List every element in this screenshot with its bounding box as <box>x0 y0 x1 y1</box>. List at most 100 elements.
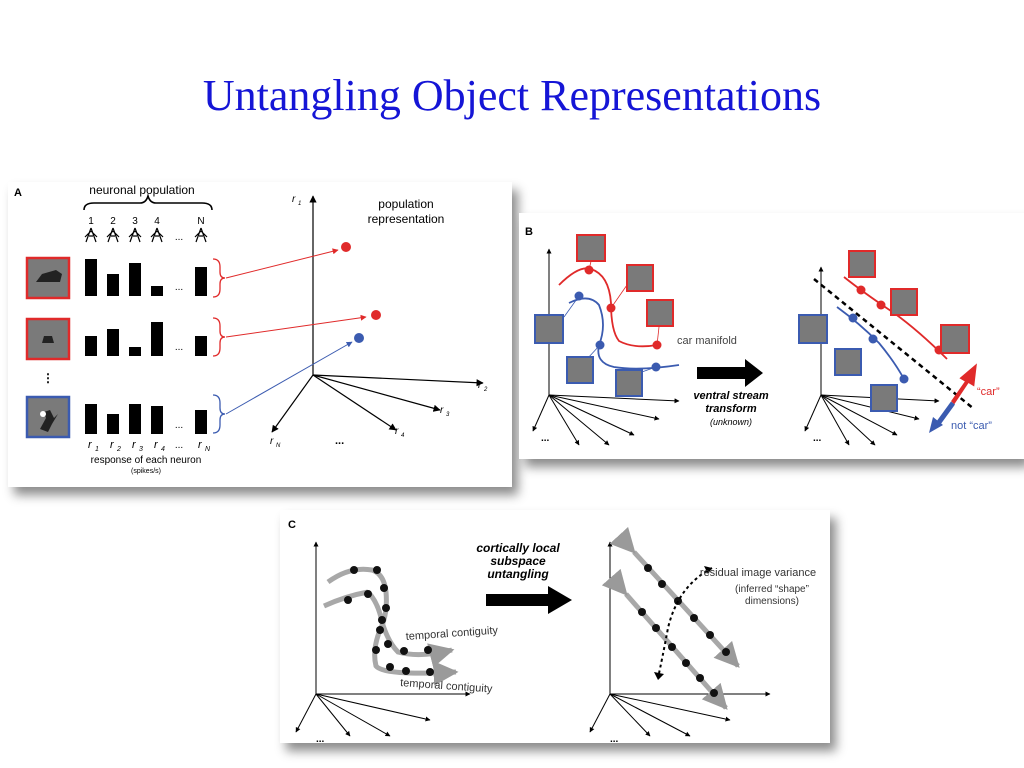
thumbnails-right <box>798 250 970 412</box>
left-axes <box>295 541 471 737</box>
car-silhouette <box>42 336 54 343</box>
untangling-label-line3: untangling <box>487 567 549 581</box>
mapping-arrow-not-car <box>225 341 353 415</box>
panel-c-letter: C <box>288 519 296 531</box>
svg-text:2: 2 <box>483 387 488 393</box>
svg-text:4: 4 <box>161 446 165 453</box>
svg-text:4: 4 <box>401 433 405 439</box>
svg-text:N: N <box>205 446 211 453</box>
svg-text:2: 2 <box>116 446 121 453</box>
transform-label-line1: ventral stream <box>693 390 768 402</box>
object-silhouette <box>40 410 58 432</box>
population-representation-line1: population <box>378 197 433 211</box>
slide-title: Untangling Object Representations <box>202 71 822 120</box>
response-label: response of each neuron <box>91 455 202 466</box>
panel-b-letter: B <box>525 226 533 238</box>
neuron-ellipsis: ... <box>175 232 183 243</box>
bars-ellipsis: ... <box>175 282 183 293</box>
bars-ellipsis: ... <box>175 342 183 353</box>
inferred-shape-line2: dimensions) <box>745 596 799 607</box>
population-representation-line2: representation <box>368 212 445 226</box>
response-bars-row-1 <box>85 259 207 296</box>
mapping-arrow-car-1 <box>225 248 339 279</box>
svg-text:r: r <box>395 426 399 437</box>
not-car-direction-arrow <box>934 401 956 427</box>
tangled-points <box>344 566 434 676</box>
car-manifold-label: car manifold <box>677 335 737 347</box>
panel-b-ventral-stream: B ... car manifold ventral stream transf… <box>519 213 1024 459</box>
left-axes-ellipsis: ... <box>541 433 550 444</box>
not-car-points-right <box>848 313 909 384</box>
untangling-arrow <box>486 586 572 614</box>
neuron-icon <box>150 227 164 243</box>
response-bars-row-2 <box>85 322 207 356</box>
svg-text:r: r <box>198 439 203 451</box>
axes-ellipsis: ... <box>335 435 344 447</box>
car-thumbnails-left <box>576 234 674 327</box>
right-axes-ellipsis: ... <box>610 734 619 743</box>
neuron-number: 4 <box>154 216 160 227</box>
panel-c-subspace-untangling: C ... temporal contiguity temporal conti… <box>280 510 830 743</box>
bars-ellipsis: ... <box>175 420 183 431</box>
neuronal-population-label: neuronal population <box>89 183 194 197</box>
transform-arrow <box>697 359 763 387</box>
car-point-2 <box>371 310 381 320</box>
right-axes-ellipsis: ... <box>813 433 822 444</box>
car-direction-arrow <box>951 363 977 405</box>
svg-text:r: r <box>132 439 137 451</box>
car-manifold-curve <box>558 267 658 348</box>
panel-a-population-representation: A neuronal population 1 2 3 4 N ... ⋮ ..… <box>8 182 512 487</box>
mapping-arrow-car-2 <box>225 314 367 338</box>
population-brace <box>83 193 213 211</box>
svg-text:r: r <box>440 405 444 416</box>
svg-text:3: 3 <box>139 446 143 453</box>
svg-text:r: r <box>270 436 274 447</box>
transform-label-line3: (unknown) <box>710 417 752 427</box>
temporal-contiguity-label-1: temporal contiguity <box>405 625 498 643</box>
car-image-1 <box>25 256 71 300</box>
untangling-label-line1: cortically local <box>476 541 560 555</box>
untangled-points <box>638 564 730 697</box>
neuron-icon <box>128 227 142 243</box>
residual-variance-arc <box>657 567 713 679</box>
svg-text:N: N <box>276 443 281 449</box>
not-car-thumbnails-left <box>534 314 643 397</box>
neuron-number: N <box>197 216 204 227</box>
car-point-1 <box>341 242 351 252</box>
response-bars-row-3 <box>85 404 207 434</box>
neuron-number: 1 <box>88 216 94 227</box>
not-car-point <box>354 333 364 343</box>
svg-text:r: r <box>154 439 159 451</box>
neuron-icon <box>106 227 120 243</box>
right-axes <box>804 266 940 446</box>
neuron-number: 3 <box>132 216 138 227</box>
car-silhouette <box>36 270 62 282</box>
car-class-label: “car” <box>977 386 1000 398</box>
not-car-class-label: not “car” <box>951 420 992 432</box>
car-image-2 <box>25 317 71 361</box>
svg-text:r: r <box>110 439 115 451</box>
decision-boundary <box>813 278 975 410</box>
untangling-label-line2: subspace <box>490 554 546 568</box>
neuron-icon <box>84 227 98 243</box>
svg-text:1: 1 <box>95 446 99 453</box>
response-unit: (spikes/s) <box>131 468 161 475</box>
svg-text:1: 1 <box>298 201 301 207</box>
left-axes <box>532 248 680 446</box>
tangled-manifold-1 <box>326 566 459 686</box>
panel-c-figure: C ... temporal contiguity temporal conti… <box>288 519 816 743</box>
residual-variance-label: residual image variance <box>700 567 816 579</box>
neuron-number: 2 <box>110 216 116 227</box>
row-braces <box>212 258 226 434</box>
panel-a-letter: A <box>14 187 22 199</box>
panel-a-figure: A neuronal population 1 2 3 4 N ... ⋮ ..… <box>14 183 488 475</box>
svg-text:r: r <box>292 194 296 205</box>
left-axes-ellipsis: ... <box>316 734 325 743</box>
temporal-contiguity-label-2: temporal contiguity <box>400 677 493 695</box>
labels-ellipsis: ... <box>175 440 183 451</box>
transform-label-line2: transform <box>705 403 757 415</box>
panel-b-figure: B ... car manifold ventral stream transf… <box>525 226 1000 446</box>
neuron-icons <box>84 227 208 243</box>
svg-text:3: 3 <box>446 412 450 418</box>
